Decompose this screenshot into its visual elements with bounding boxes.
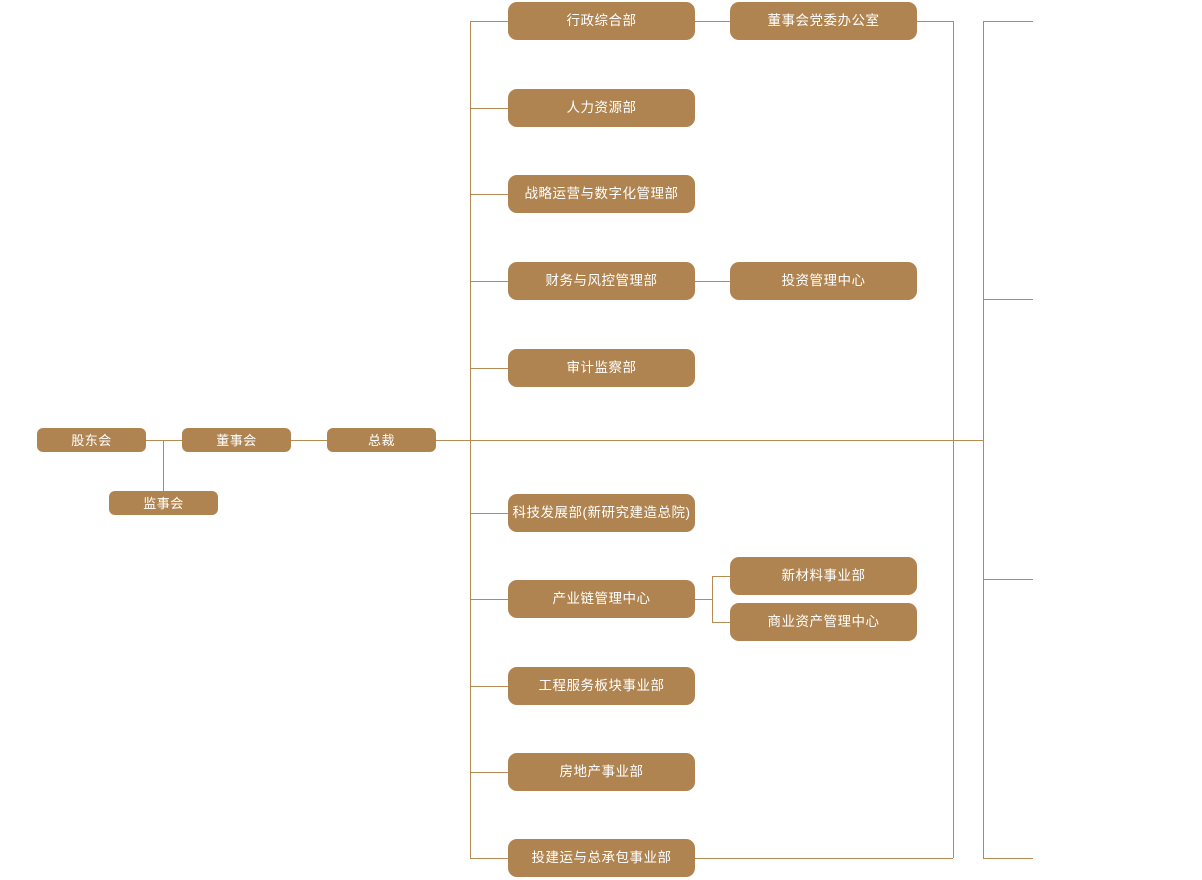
connector-stub-hr: [470, 108, 508, 109]
connector-stub-industry-chain: [470, 599, 508, 600]
org-node-admin-general-dept: 行政综合部: [508, 2, 695, 40]
connector-bracket-new-materials: [712, 576, 730, 577]
org-node-board-of-directors: 董事会: [182, 428, 291, 452]
org-node-investment-construction-epc-div: 投建运与总承包事业部: [508, 839, 695, 877]
org-node-strategy-digital-dept: 战略运营与数字化管理部: [508, 175, 695, 213]
connector-finance-investment: [695, 281, 730, 282]
org-node-tech-dev-dept: 科技发展部(新研究建造总院): [508, 494, 695, 532]
connector-department-spine: [470, 21, 471, 858]
org-node-supervisory-board: 监事会: [109, 491, 218, 515]
org-node-engineering-services-div: 工程服务板块事业部: [508, 667, 695, 705]
connector-board-president: [291, 440, 327, 441]
connector-stub-tech: [470, 513, 508, 514]
connector-admin-party-office: [695, 21, 730, 22]
connector-stub-engineering: [470, 686, 508, 687]
connector-stub-strategy: [470, 194, 508, 195]
connector-stub-epc: [470, 858, 508, 859]
connector-party-office-right: [917, 21, 953, 22]
org-node-finance-risk-dept: 财务与风控管理部: [508, 262, 695, 300]
org-node-industry-chain-center: 产业链管理中心: [508, 580, 695, 618]
org-node-shareholders: 股东会: [37, 428, 146, 452]
connector-stub-real-estate: [470, 772, 508, 773]
org-node-real-estate-div: 房地产事业部: [508, 753, 695, 791]
connector-right-rail-outer: [983, 21, 984, 858]
connector-epc-right: [695, 858, 953, 859]
connector-shareholders-supervisory: [163, 440, 164, 491]
connector-offcanvas-stub-3: [983, 579, 1033, 580]
connector-industry-chain-out: [695, 599, 712, 600]
connector-offcanvas-stub-1: [983, 21, 1033, 22]
connector-stub-finance: [470, 281, 508, 282]
org-node-investment-center: 投资管理中心: [730, 262, 917, 300]
org-node-president: 总裁: [327, 428, 436, 452]
connector-stub-audit: [470, 368, 508, 369]
connector-stub-admin: [470, 21, 508, 22]
org-node-board-party-office: 董事会党委办公室: [730, 2, 917, 40]
connector-right-rail-inner: [953, 21, 954, 858]
connector-bracket-commercial-assets: [712, 622, 730, 623]
org-node-commercial-assets-center: 商业资产管理中心: [730, 603, 917, 641]
connector-offcanvas-stub-4: [983, 858, 1033, 859]
org-node-audit-supervision-dept: 审计监察部: [508, 349, 695, 387]
org-node-new-materials-div: 新材料事业部: [730, 557, 917, 595]
connector-shareholders-board: [146, 440, 182, 441]
connector-industry-chain-bracket: [712, 576, 713, 622]
org-node-hr-dept: 人力资源部: [508, 89, 695, 127]
connector-president-main: [436, 440, 983, 441]
connector-offcanvas-stub-2: [983, 299, 1033, 300]
